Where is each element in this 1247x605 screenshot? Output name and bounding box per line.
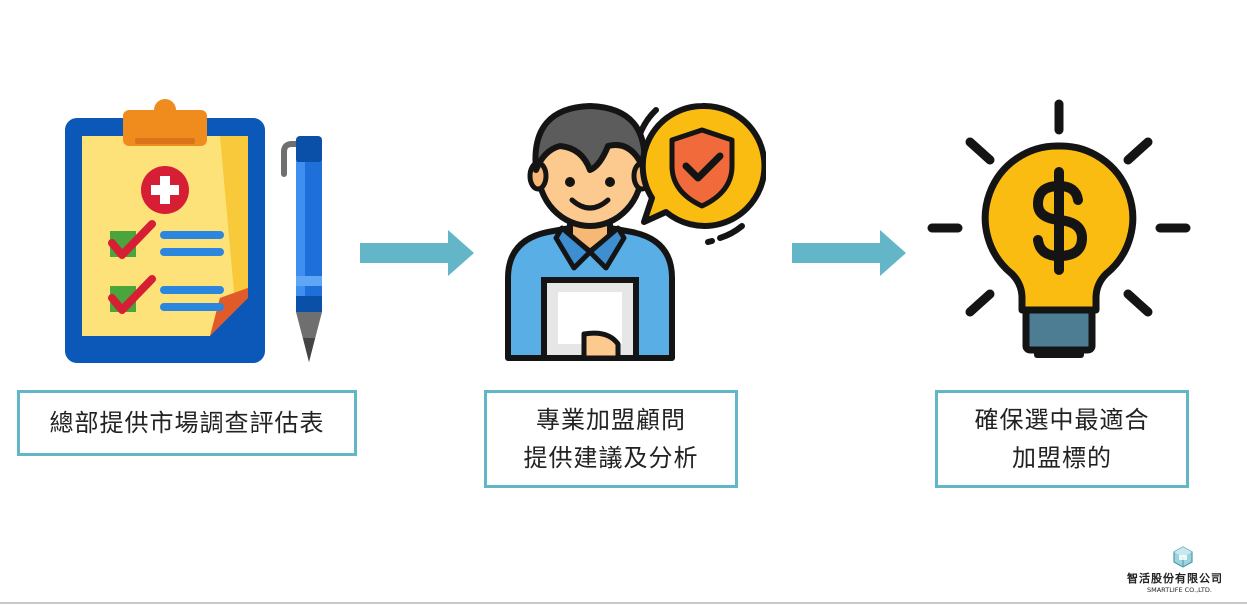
step-2-line-1: 專業加盟顧問 <box>536 406 686 434</box>
shield-check-bubble-icon <box>637 102 766 245</box>
money-lightbulb-icon <box>927 99 1191 358</box>
step-3-box: 確保選中最適合 加盟標的 <box>935 390 1189 488</box>
company-name-en: SMARTLIFE CO.,LTD. <box>1147 586 1212 594</box>
pen-icon <box>281 136 322 362</box>
clipboard-checklist-icon <box>65 99 265 363</box>
step-2-box: 專業加盟顧問 提供建議及分析 <box>484 390 738 488</box>
step-3-line-2: 加盟標的 <box>1012 444 1112 472</box>
bottom-divider <box>0 602 1247 604</box>
flow-arrow-2 <box>792 230 906 276</box>
step-2-line-2: 提供建議及分析 <box>523 444 699 472</box>
step-1-box: 總部提供市場調查評估表 <box>17 390 357 456</box>
consultant-icon <box>505 103 675 361</box>
flow-arrow-1 <box>360 230 474 276</box>
step-1-line-1: 總部提供市場調查評估表 <box>49 409 325 437</box>
step-3-line-1: 確保選中最適合 <box>974 406 1150 434</box>
company-name-zh: 智活股份有限公司 <box>1127 572 1223 585</box>
company-logo-icon <box>1173 546 1193 568</box>
